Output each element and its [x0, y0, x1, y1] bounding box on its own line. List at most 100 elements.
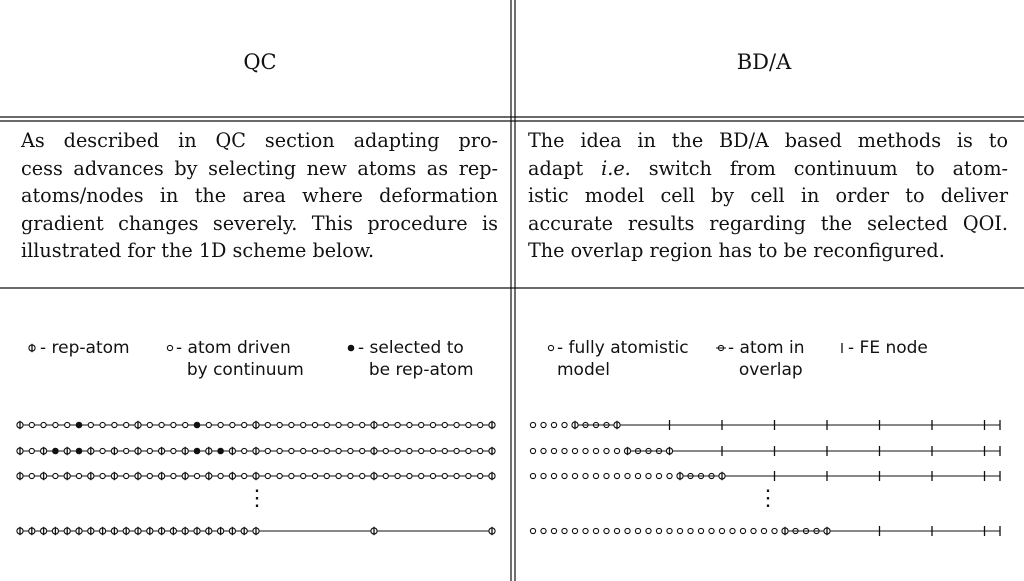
- atom-hollow: [418, 421, 425, 429]
- atom-hollow: [288, 447, 295, 455]
- atom-hollow: [441, 472, 448, 480]
- atom-hollow: [697, 527, 705, 535]
- atom-hollow: [708, 527, 715, 535]
- bda-text-line: adapt i.e. switch from continuum to atom…: [528, 155, 1008, 183]
- bda-text-line: istic model cell by cell in order to del…: [528, 184, 1008, 207]
- atom-hollow: [465, 421, 472, 429]
- atom-hollow: [529, 447, 537, 455]
- atom-hollow: [550, 472, 558, 480]
- selected-atom-icon: [347, 344, 355, 352]
- atom-hollow: [453, 447, 460, 455]
- atom-hollow: [540, 527, 547, 535]
- atom-hollow: [645, 527, 652, 535]
- atom-hollow: [429, 447, 437, 455]
- legend-label: - fully atomistic: [557, 338, 689, 358]
- atom-hollow: [529, 472, 537, 480]
- atom-hollow: [465, 472, 472, 480]
- atom-hollow: [729, 527, 736, 535]
- legend-fully-atomistic: - fully atomistic model: [557, 337, 689, 381]
- atom-hollow: [288, 472, 295, 480]
- qc-text-line: gradient changes severely. This procedur…: [21, 211, 498, 235]
- qc-text-line: As described in QC section adapting pro-: [21, 129, 498, 152]
- atom-hollow: [645, 472, 652, 480]
- bda-text-fragment: adapt: [528, 156, 602, 180]
- atom-hollow: [311, 421, 319, 429]
- atom-hollow: [613, 527, 621, 535]
- atom-hollow: [561, 527, 568, 535]
- atom-hollow: [300, 447, 307, 455]
- atom-selected: [193, 421, 201, 429]
- atom-hollow: [170, 447, 177, 455]
- atom-hollow: [634, 527, 642, 535]
- atom-hollow: [441, 421, 448, 429]
- atom-hollow: [335, 447, 342, 455]
- atom-hollow: [123, 472, 130, 480]
- atom-hollow: [99, 472, 106, 480]
- atom-hollow: [529, 421, 537, 429]
- legend-label: be rep-atom: [368, 360, 474, 380]
- fully-atomistic-icon: [547, 344, 555, 352]
- atom-hollow: [264, 421, 271, 429]
- atom-hollow: [406, 421, 413, 429]
- atom-hollow: [170, 472, 177, 480]
- bda-vertical-ellipsis: ⋮: [757, 486, 779, 511]
- atom-hollow: [276, 447, 283, 455]
- atom-hollow: [540, 472, 547, 480]
- atom-hollow: [217, 421, 224, 429]
- bda-text-line: The idea in the BD/A based methods is to: [528, 129, 1008, 152]
- atom-selected: [193, 447, 201, 455]
- atom-hollow: [193, 472, 201, 480]
- atom-hollow: [666, 472, 673, 480]
- atom-hollow: [429, 421, 437, 429]
- qc-text-line: illustrated for the 1D scheme below.: [21, 239, 375, 262]
- atom-hollow: [182, 421, 189, 429]
- atom-hollow: [158, 421, 165, 429]
- atom-hollow: [603, 447, 610, 455]
- bda-text-line: accurate results regarding the selected …: [528, 211, 1008, 235]
- legend-label: - selected to: [358, 338, 464, 358]
- atom-hollow: [571, 472, 579, 480]
- atom-hollow: [40, 421, 47, 429]
- atom-hollow: [146, 421, 153, 429]
- hollow-atom-icon: [166, 344, 174, 352]
- atom-hollow: [394, 447, 401, 455]
- atom-hollow: [87, 421, 94, 429]
- atom-hollow: [123, 447, 130, 455]
- atom-hollow: [550, 421, 558, 429]
- atom-hollow: [613, 447, 621, 455]
- atom-hollow: [288, 421, 295, 429]
- atom-hollow: [359, 472, 366, 480]
- header-bda: BD/A: [736, 50, 792, 74]
- qc-description: As described in QC section adapting pro-…: [21, 127, 498, 265]
- legend-selected: - selected to be rep-atom: [358, 337, 474, 381]
- atom-hollow: [311, 472, 319, 480]
- atom-hollow: [241, 447, 248, 455]
- atom-hollow: [429, 472, 437, 480]
- atom-hollow: [300, 472, 307, 480]
- atom-hollow: [418, 447, 425, 455]
- legend-label: model: [557, 360, 610, 380]
- atom-hollow: [655, 472, 663, 480]
- atom-hollow: [64, 421, 71, 429]
- atom-hollow: [146, 447, 153, 455]
- atom-hollow: [123, 421, 130, 429]
- qc-text-line: cess advances by selecting new atoms as …: [21, 156, 498, 180]
- atom-hollow: [311, 447, 319, 455]
- atom-hollow: [676, 527, 684, 535]
- atom-hollow: [465, 447, 472, 455]
- bda-text-italic: i.e.: [601, 156, 631, 180]
- atom-hollow: [99, 421, 106, 429]
- atom-hollow: [624, 527, 631, 535]
- atom-hollow: [718, 527, 726, 535]
- atom-hollow: [687, 527, 694, 535]
- legend-label: by continuum: [186, 360, 304, 380]
- atom-hollow: [382, 472, 389, 480]
- atom-hollow: [28, 421, 35, 429]
- atom-hollow: [477, 421, 484, 429]
- atom-hollow: [592, 527, 600, 535]
- atom-hollow: [382, 421, 389, 429]
- atom-selected: [75, 421, 83, 429]
- atom-hollow: [582, 447, 589, 455]
- atom-hollow: [529, 527, 537, 535]
- atom-hollow: [571, 527, 579, 535]
